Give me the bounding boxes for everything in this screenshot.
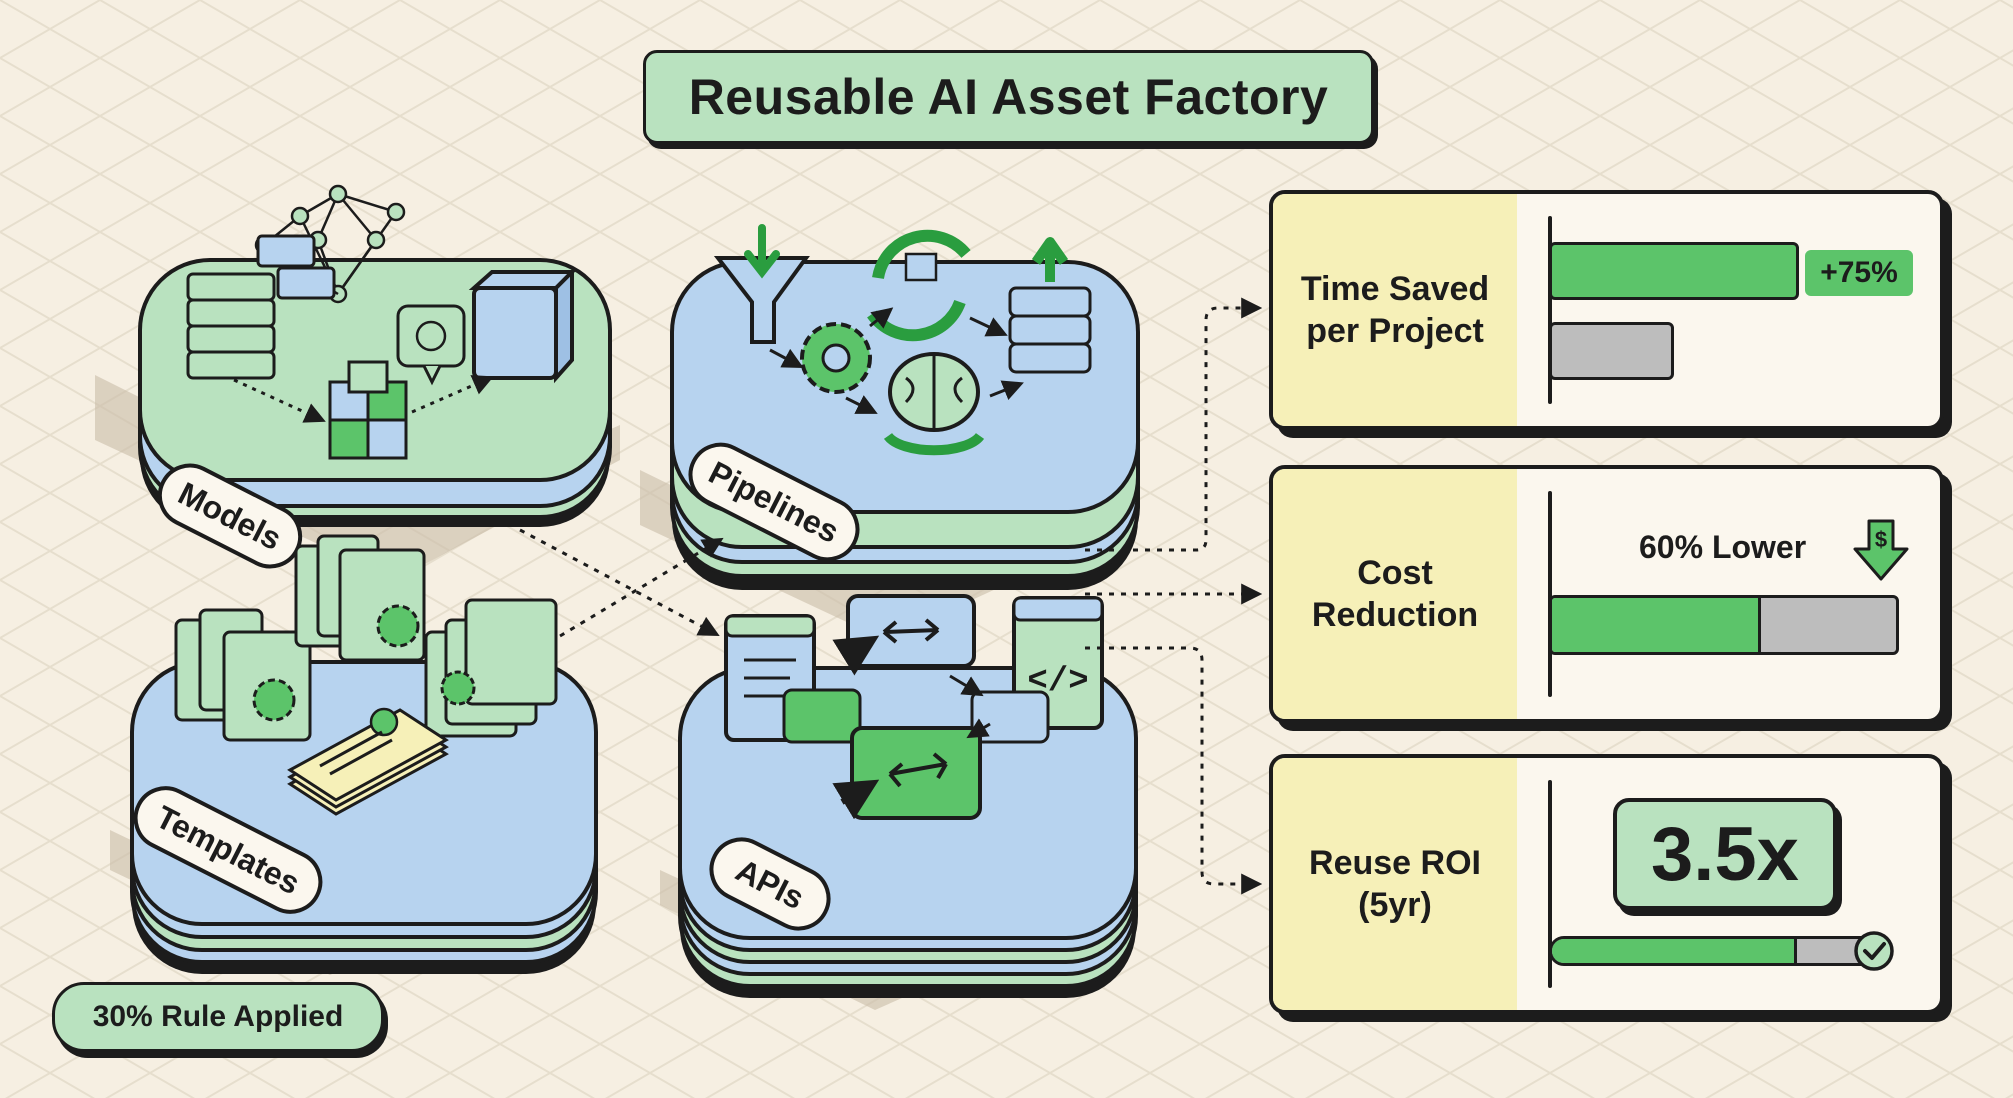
folder-stack-icon <box>174 608 312 742</box>
stack-templates[interactable]: Templates <box>110 534 598 975</box>
api-node-green <box>782 688 862 744</box>
refresh-cycle-icon <box>867 229 971 342</box>
funnel-icon <box>713 224 810 344</box>
roi-panel: Reuse ROI (5yr) 3.5x <box>1269 754 1944 1014</box>
brain-icon <box>883 352 985 456</box>
document-window-icon <box>424 598 558 738</box>
checkmark-icon <box>1854 931 1894 971</box>
roi-label: Reuse ROI (5yr) <box>1273 758 1517 1010</box>
time-saved-axis <box>1548 216 1552 404</box>
swap-arrows-green-icon <box>850 726 982 820</box>
stack-apis[interactable]: </> APIs <box>660 594 1138 1010</box>
blue-cube-icon <box>468 267 577 384</box>
stack-models[interactable]: Models <box>95 184 620 580</box>
stack-apis-label: APIs <box>709 837 831 931</box>
time-saved-reused-bar <box>1549 242 1799 300</box>
time-saved-label: Time Saved per Project <box>1273 194 1517 426</box>
cost-reduction-axis <box>1548 491 1552 697</box>
time-saved-panel: Time Saved per Project +75% <box>1269 190 1944 430</box>
roi-value: 3.5x <box>1613 798 1837 910</box>
time-saved-badge: +75% <box>1805 250 1913 296</box>
roi-label-line2: (5yr) <box>1358 886 1432 924</box>
roi-progress-track <box>1549 936 1877 966</box>
roi-progress-fill <box>1552 939 1797 963</box>
svg-text:$: $ <box>1875 527 1887 552</box>
api-node-blue <box>970 690 1050 744</box>
time-saved-baseline-bar <box>1549 322 1674 380</box>
cost-reduction-track <box>1549 595 1899 655</box>
time-saved-label-line2: per Project <box>1306 312 1484 350</box>
page-title: Reusable AI Asset Factory <box>643 50 1374 144</box>
swap-arrows-icon <box>846 594 976 668</box>
cube-cluster-icon <box>328 360 408 460</box>
roi-label-line1: Reuse ROI <box>1309 843 1481 882</box>
stack-pipelines[interactable]: Pipelines <box>640 224 1140 640</box>
cost-reduction-note: 60% Lower <box>1639 529 1807 565</box>
flow-connectors <box>519 297 1263 895</box>
cost-reduction-fill <box>1552 598 1762 652</box>
gear-icon <box>800 322 872 394</box>
cost-reduction-label-line2: Reduction <box>1311 596 1479 634</box>
paper-stack-icon <box>287 707 449 816</box>
chat-chip-icon <box>396 304 466 386</box>
database-upload-icon <box>1008 237 1092 374</box>
cost-reduction-label-line1: Cost <box>1357 553 1433 592</box>
roi-axis <box>1548 780 1552 988</box>
server-stack-icon <box>186 272 276 380</box>
rule-badge: 30% Rule Applied <box>52 982 384 1052</box>
dollar-down-arrow-icon: $ <box>1853 519 1909 581</box>
time-saved-label-line1: Time Saved <box>1300 269 1490 308</box>
folder-gear-icon <box>294 534 426 662</box>
